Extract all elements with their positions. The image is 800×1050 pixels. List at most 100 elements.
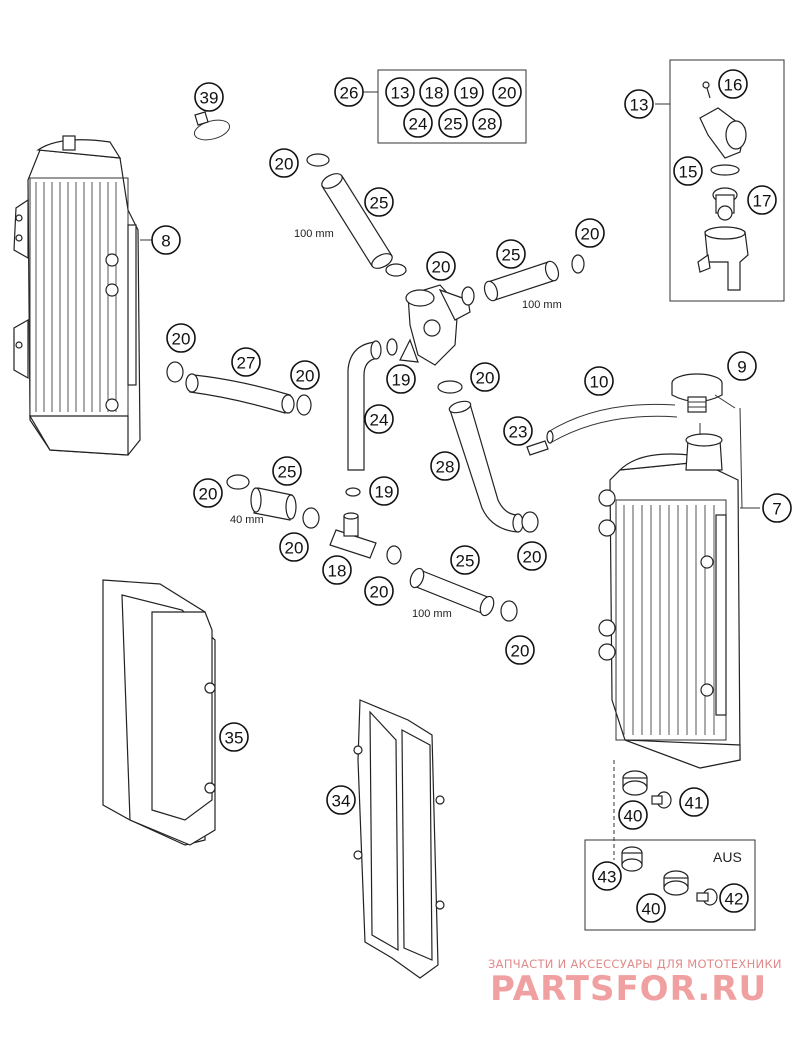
thermostat-kit-box: [669, 59, 785, 302]
callout-label: 40: [624, 807, 643, 826]
radiator-right-icon: [598, 433, 741, 769]
callout-c20i: 20: [364, 576, 394, 606]
radiator-shroud-34-icon: [353, 699, 445, 979]
callout-k20: 20: [492, 77, 522, 107]
callout-k13: 13: [385, 77, 415, 107]
callout-label: 23: [509, 423, 528, 442]
callout-c23: 23: [503, 416, 533, 446]
overflow-hose-icon: [546, 403, 678, 444]
callout-c19b: 19: [369, 476, 399, 506]
callout-c28: 28: [430, 451, 460, 481]
callout-c43: 43: [592, 861, 622, 891]
hose-27-icon: [185, 373, 295, 414]
screw-icon: [696, 888, 718, 906]
callout-label: 20: [370, 583, 389, 602]
callout-label: 20: [498, 84, 517, 103]
callout-label: 9: [737, 358, 746, 377]
callout-label: 35: [225, 729, 244, 748]
screw-icon: [651, 791, 672, 809]
callout-k25: 25: [438, 108, 468, 138]
callout-label: 19: [375, 483, 394, 502]
callout-label: 26: [340, 84, 359, 103]
radiator-shroud-35-icon: [102, 579, 216, 846]
hose-bottom-icon: [409, 567, 495, 617]
callout-k18: 18: [419, 77, 449, 107]
callout-c34: 34: [326, 785, 356, 815]
variant-label: AUS: [713, 849, 742, 865]
callout-c20c: 20: [575, 218, 605, 248]
watermark-tagline: ЗАПЧАСТИ И АКСЕССУАРЫ ДЛЯ МОТОТЕХНИКИ: [488, 957, 782, 971]
callout-g17: 17: [747, 185, 777, 215]
hose-right-icon: [483, 260, 560, 302]
callout-c8: 8: [151, 225, 181, 255]
callout-label: 7: [772, 500, 781, 519]
callout-label: 20: [275, 155, 294, 174]
callout-label: 20: [296, 367, 315, 386]
callout-g15: 15: [673, 156, 703, 186]
hose-24-icon: [347, 340, 382, 471]
callout-label: 34: [332, 792, 351, 811]
callout-c24: 24: [364, 404, 394, 434]
callout-c25d: 25: [450, 545, 480, 575]
callout-label: 16: [724, 76, 743, 95]
callout-label: 20: [581, 225, 600, 244]
thermostat-icon: [712, 187, 738, 221]
callout-c42: 42: [719, 883, 749, 913]
callout-c40a: 40: [618, 800, 648, 830]
callout-c18: 18: [322, 555, 352, 585]
callout-label: 13: [630, 96, 649, 115]
callout-label: 25: [278, 463, 297, 482]
t-piece-icon: [329, 512, 377, 559]
callout-label: 15: [679, 163, 698, 182]
callout-label: 25: [370, 194, 389, 213]
rubber-grommet-icon: [621, 846, 643, 872]
callout-label: 24: [409, 115, 428, 134]
callout-k24: 24: [403, 108, 433, 138]
callout-label: 20: [285, 539, 304, 558]
callout-c39: 39: [194, 82, 224, 112]
callout-c41: 41: [679, 787, 709, 817]
callout-label: 40: [642, 900, 661, 919]
thermostat-housing-icon: [697, 226, 749, 291]
dimension-label: 100 mm: [522, 299, 562, 311]
hose-fitting-icon: [526, 440, 549, 456]
screw-icon: [702, 81, 711, 99]
cable-tie-icon: [193, 111, 231, 141]
rubber-grommet-icon: [622, 770, 648, 796]
rubber-grommet-icon: [663, 870, 689, 896]
callout-g16: 16: [718, 69, 748, 99]
callout-label: 43: [598, 868, 617, 887]
hose-top-icon: [321, 173, 393, 269]
callout-label: 25: [502, 246, 521, 265]
callout-c20d: 20: [166, 323, 196, 353]
thermostat-cover-icon: [699, 107, 747, 159]
callout-label: 42: [725, 890, 744, 909]
hose-short-icon: [250, 487, 297, 521]
callout-c9: 9: [727, 351, 757, 381]
callout-c20f: 20: [470, 362, 500, 392]
callout-label: 20: [199, 485, 218, 504]
dimension-label: 100 mm: [412, 608, 452, 620]
radiator-cap-icon: [671, 373, 723, 413]
o-ring-icon: [710, 164, 740, 176]
callout-label: 27: [237, 354, 256, 373]
callout-label: 39: [200, 89, 219, 108]
callout-c20h: 20: [279, 532, 309, 562]
callout-label: 24: [370, 411, 389, 430]
callout-label: 25: [444, 115, 463, 134]
kit-26-box: [377, 69, 527, 144]
callout-k19: 19: [454, 77, 484, 107]
callout-label: 19: [460, 84, 479, 103]
callout-c20k: 20: [505, 635, 535, 665]
watermark-brand: PARTSFOR.RU: [490, 969, 767, 1009]
callout-label: 8: [161, 232, 170, 251]
callout-label: 20: [511, 642, 530, 661]
radiator-left-icon: [13, 135, 141, 456]
callout-label: 10: [590, 373, 609, 392]
callout-label: 19: [392, 371, 411, 390]
callout-label: 25: [456, 552, 475, 571]
callout-c40b: 40: [636, 893, 666, 923]
hose-clamp-icon: [166, 153, 585, 622]
